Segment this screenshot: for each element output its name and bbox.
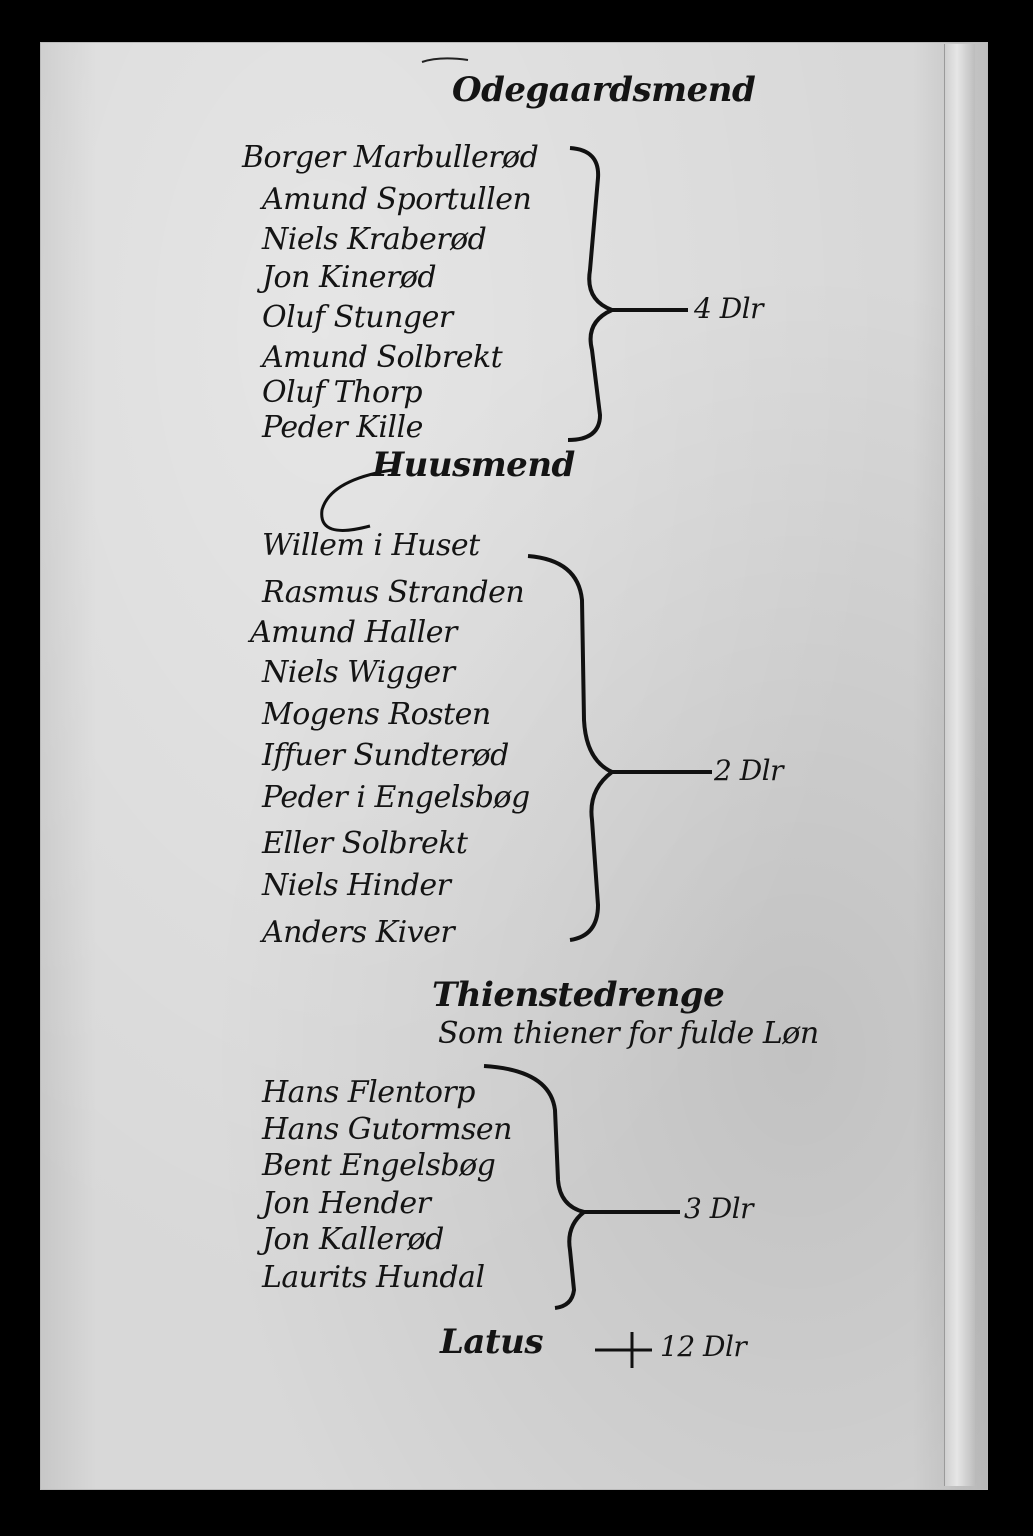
section-subheading: Som thiener for fulde Løn xyxy=(438,1016,819,1051)
name-entry: Oluf Thorp xyxy=(262,375,423,410)
manuscript-page xyxy=(40,42,988,1490)
amount: 2 Dlr xyxy=(714,754,784,787)
total-amount: 12 Dlr xyxy=(660,1330,747,1363)
name-entry: Jon Kallerød xyxy=(262,1222,444,1257)
name-entry: Jon Kinerød xyxy=(262,260,437,295)
name-entry: Hans Gutormsen xyxy=(262,1112,512,1147)
section-heading: Odegaardsmend xyxy=(452,70,756,110)
name-entry: Hans Flentorp xyxy=(262,1075,475,1110)
amount: 3 Dlr xyxy=(684,1192,754,1225)
heading-flourish xyxy=(421,57,469,63)
page-edge xyxy=(944,44,975,1486)
brace-section-2 xyxy=(527,554,616,942)
name-entry: Laurits Hundal xyxy=(262,1260,485,1295)
name-entry: Borger Marbullerød xyxy=(242,140,539,175)
name-entry: Niels Hinder xyxy=(262,868,451,903)
name-entry: Anders Kiver xyxy=(262,915,455,950)
name-entry: Peder i Engelsbøg xyxy=(262,780,530,815)
name-entry: Jon Hender xyxy=(262,1186,431,1221)
brace-section-1 xyxy=(567,146,618,442)
name-entry: Niels Kraberød xyxy=(262,222,487,257)
brace-section-3 xyxy=(483,1064,589,1310)
name-entry: Willem i Huset xyxy=(262,528,480,563)
name-entry: Eller Solbrekt xyxy=(262,826,468,861)
name-entry: Mogens Rosten xyxy=(262,697,491,732)
name-entry: Oluf Stunger xyxy=(262,300,453,335)
name-entry: Amund Haller xyxy=(250,615,457,650)
name-entry: Amund Solbrekt xyxy=(262,340,503,375)
name-entry: Rasmus Stranden xyxy=(262,575,525,610)
amount: 4 Dlr xyxy=(694,292,764,325)
name-entry: Peder Kille xyxy=(262,410,423,445)
name-entry: Bent Engelsbøg xyxy=(262,1148,496,1183)
name-entry: Iffuer Sundterød xyxy=(262,738,509,773)
name-entry: Amund Sportullen xyxy=(262,182,532,217)
heading-flourish-2 xyxy=(320,468,393,532)
total-label: Latus xyxy=(440,1322,544,1362)
section-heading: Huusmend xyxy=(372,445,575,485)
section-heading: Thienstedrenge xyxy=(432,975,725,1015)
name-entry: Niels Wigger xyxy=(262,655,455,690)
